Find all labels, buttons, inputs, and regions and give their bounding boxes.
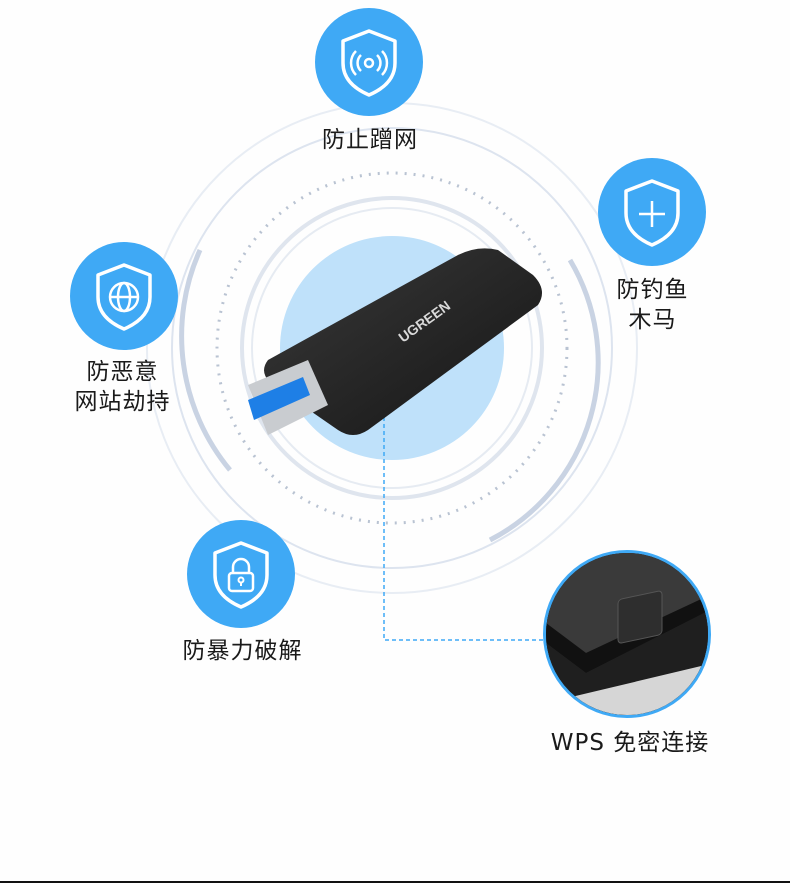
wps-button-detail-image	[546, 553, 708, 715]
label-line-1: 防恶意	[86, 359, 159, 385]
anti-brute-force-badge	[187, 520, 295, 628]
anti-malicious-site-hijack-badge	[70, 242, 178, 350]
shield-lock-icon	[213, 541, 269, 609]
anti-rub-network-badge	[315, 8, 423, 116]
bottom-divider	[0, 881, 790, 883]
usb-adapter-image: UGREEN	[248, 248, 542, 435]
feature-label-anti-phishing-trojan: 防钓鱼 木马	[595, 275, 710, 335]
label-line-1: 防钓鱼	[616, 277, 689, 303]
wps-callout-label: WPS 免密连接	[550, 730, 710, 756]
anti-phishing-trojan-badge	[598, 158, 706, 266]
label-line-2: 网站劫持	[74, 389, 171, 415]
shield-plus-icon	[624, 179, 680, 247]
feature-label-anti-rub-network: 防止蹭网	[322, 127, 418, 153]
feature-label-anti-malicious-site-hijack: 防恶意 网站劫持	[55, 357, 190, 417]
shield-signal-icon	[341, 29, 397, 97]
wps-button-closeup	[543, 550, 711, 718]
shield-globe-icon	[96, 263, 152, 331]
label-line-2: 木马	[628, 307, 677, 333]
feature-label-anti-brute-force: 防暴力破解	[182, 638, 303, 664]
